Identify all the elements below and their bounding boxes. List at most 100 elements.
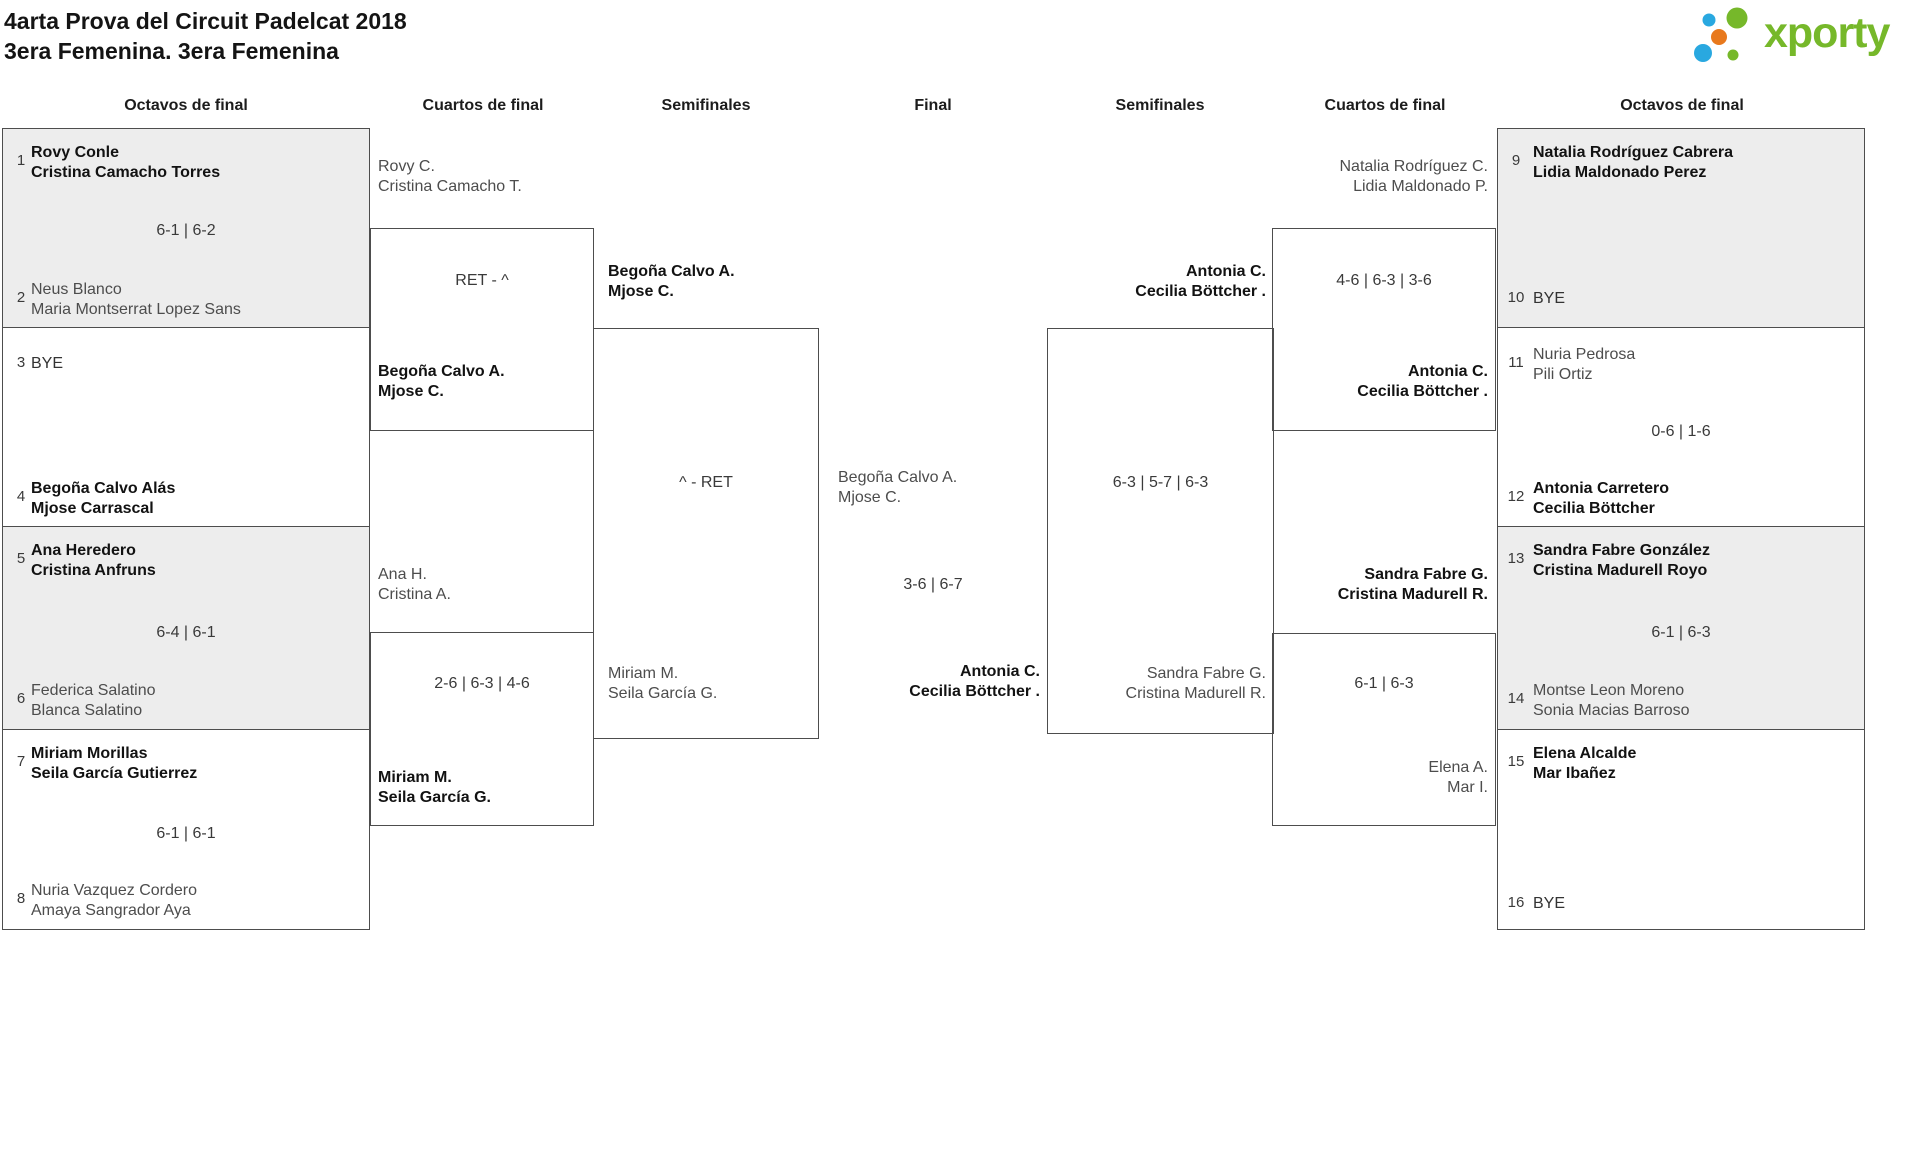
match-score: 6-1 | 6-3 [1354, 675, 1414, 692]
match-score: 6-1 | 6-3 [1651, 624, 1711, 641]
player-name: Miriam M. [378, 769, 452, 786]
tournament-name: 4arta Prova del Circuit Padelcat 2018 [4, 8, 407, 34]
team-names-sf-right-top: Antonia C. Cecilia Böttcher . [1047, 262, 1266, 301]
team-names-final-left: Begoña Calvo A. Mjose C. [838, 468, 957, 507]
match-score: 0-6 | 1-6 [1651, 423, 1711, 440]
player-name: Sandra Fabre González [1533, 542, 1710, 559]
player-name: Mjose C. [608, 282, 674, 300]
team-names-qf-left2-top: Ana H. Cristina A. [378, 565, 451, 604]
team-names-qf-left1-bottom: Begoña Calvo A. Mjose C. [378, 362, 505, 401]
team-names: Neus Blanco Maria Montserrat Lopez Sans [31, 280, 241, 319]
player-name: Nuria Vazquez Cordero [31, 882, 198, 899]
player-name: Federica Salatino [31, 682, 156, 699]
team-names: BYE [31, 354, 63, 374]
team-names: Federica Salatino Blanca Salatino [31, 681, 156, 720]
round-header-octavos-left: Octavos de final [124, 97, 248, 114]
logo-dots-icon [1694, 7, 1748, 62]
player-name: Elena Alcalde [1533, 745, 1637, 762]
match-box-o7: 13 Sandra Fabre González Cristina Madure… [1497, 526, 1865, 730]
match-box-sf-left [593, 328, 819, 739]
player-name: Mjose C. [378, 382, 444, 400]
seed-number: 12 [1507, 488, 1525, 505]
match-box-o6: 11 Nuria Pedrosa Pili Ortiz 0-6 | 1-6 12… [1497, 327, 1865, 527]
player-name: Rovy Conle [31, 144, 120, 161]
category-name: 3era Femenina. 3era Femenina [4, 38, 339, 64]
seed-number: 8 [16, 890, 26, 907]
team-names-qf-left2-bottom: Miriam M. Seila García G. [378, 768, 491, 807]
bye-label: BYE [1533, 290, 1566, 307]
team-names-sf-left-top: Begoña Calvo A. Mjose C. [608, 262, 735, 301]
player-name: Mar Ibañez [1533, 764, 1616, 782]
team-names-qf-right2-top: Sandra Fabre G. Cristina Madurell R. [1272, 565, 1488, 604]
round-header-final: Final [914, 97, 952, 114]
logo-wordmark: xporty [1764, 9, 1890, 57]
player-name: Begoña Calvo Alás [31, 480, 176, 497]
player-name: Mjose Carrascal [31, 499, 154, 517]
team-names-qf-left1-top: Rovy C. Cristina Camacho T. [378, 157, 522, 196]
match-box-qf-right1 [1272, 228, 1496, 431]
player-name: Antonia C. [1408, 363, 1488, 380]
match-box-o2: 3 BYE 4 Begoña Calvo Alás Mjose Carrasca… [2, 327, 370, 527]
round-header-semi-left: Semifinales [661, 97, 751, 114]
player-name: Amaya Sangrador Aya [31, 901, 191, 919]
bye-label: BYE [1533, 895, 1566, 912]
player-name: Cristina Camacho Torres [31, 163, 221, 181]
player-name: Begoña Calvo A. [378, 363, 505, 380]
round-header-cuartos-left: Cuartos de final [422, 97, 544, 114]
seed-number: 3 [16, 354, 26, 371]
seed-number: 4 [16, 488, 26, 505]
round-header-octavos-right: Octavos de final [1620, 97, 1744, 114]
team-names: Rovy Conle Cristina Camacho Torres [31, 143, 220, 182]
team-names-qf-right1-top: Natalia Rodríguez C. Lidia Maldonado P. [1272, 157, 1488, 196]
match-score: ^ - RET [679, 474, 733, 491]
seed-number: 14 [1507, 690, 1525, 707]
seed-number: 9 [1511, 152, 1521, 169]
player-name: Miriam M. [608, 665, 679, 682]
match-score: 6-1 | 6-2 [156, 222, 216, 239]
seed-number: 15 [1507, 753, 1525, 770]
match-box-o1: 1 Rovy Conle Cristina Camacho Torres 6-1… [2, 128, 370, 328]
player-name: Cecilia Böttcher . [909, 682, 1040, 700]
player-name: Ana Heredero [31, 542, 136, 559]
seed-number: 2 [16, 289, 26, 306]
match-box-o4: 7 Miriam Morillas Seila García Gutierrez… [2, 729, 370, 930]
team-names: Natalia Rodríguez Cabrera Lidia Maldonad… [1533, 143, 1733, 182]
team-names-sf-right-bottom: Sandra Fabre G. Cristina Madurell R. [1047, 664, 1266, 703]
player-name: Antonia Carretero [1533, 480, 1670, 497]
player-name: Blanca Salatino [31, 701, 143, 719]
team-names: Antonia Carretero Cecilia Böttcher [1533, 479, 1669, 518]
player-name: Ana H. [378, 566, 427, 583]
team-names: Nuria Pedrosa Pili Ortiz [1533, 345, 1635, 384]
seed-number: 1 [16, 152, 26, 169]
seed-number: 6 [16, 690, 26, 707]
player-name: Cristina Madurell R. [1337, 585, 1488, 603]
seed-number: 10 [1507, 289, 1525, 306]
player-name: Cristina Anfruns [31, 561, 156, 579]
player-name: Cristina Madurell Royo [1533, 561, 1708, 579]
match-box-o3: 5 Ana Heredero Cristina Anfruns 6-4 | 6-… [2, 526, 370, 730]
bye-label: BYE [31, 355, 64, 372]
player-name: Cristina Madurell R. [1125, 684, 1266, 702]
player-name: Seila García G. [608, 684, 718, 702]
team-names-sf-left-bottom: Miriam M. Seila García G. [608, 664, 717, 703]
seed-number: 13 [1507, 550, 1525, 567]
seed-number: 7 [16, 753, 26, 770]
tournament-title: 4arta Prova del Circuit Padelcat 2018 3e… [4, 6, 407, 66]
player-name: Mar I. [1447, 778, 1488, 796]
player-name: Maria Montserrat Lopez Sans [31, 300, 241, 318]
player-name: Cecilia Böttcher . [1135, 282, 1266, 300]
team-names: Nuria Vazquez Cordero Amaya Sangrador Ay… [31, 881, 197, 920]
player-name: Natalia Rodríguez C. [1339, 158, 1488, 175]
match-box-o5: 9 Natalia Rodríguez Cabrera Lidia Maldon… [1497, 128, 1865, 328]
round-header-semi-right: Semifinales [1115, 97, 1205, 114]
player-name: Sonia Macias Barroso [1533, 701, 1690, 719]
player-name: Seila García G. [378, 788, 491, 806]
xporty-logo[interactable]: xporty [1692, 4, 1918, 70]
team-names-final-right: Antonia C. Cecilia Böttcher . [818, 662, 1040, 701]
player-name: Neus Blanco [31, 281, 122, 298]
seed-number: 16 [1507, 894, 1525, 911]
match-box-sf-right [1047, 328, 1274, 734]
player-name: Elena A. [1428, 759, 1488, 776]
player-name: Sandra Fabre G. [1146, 665, 1266, 682]
player-name: Lidia Maldonado P. [1353, 177, 1488, 195]
